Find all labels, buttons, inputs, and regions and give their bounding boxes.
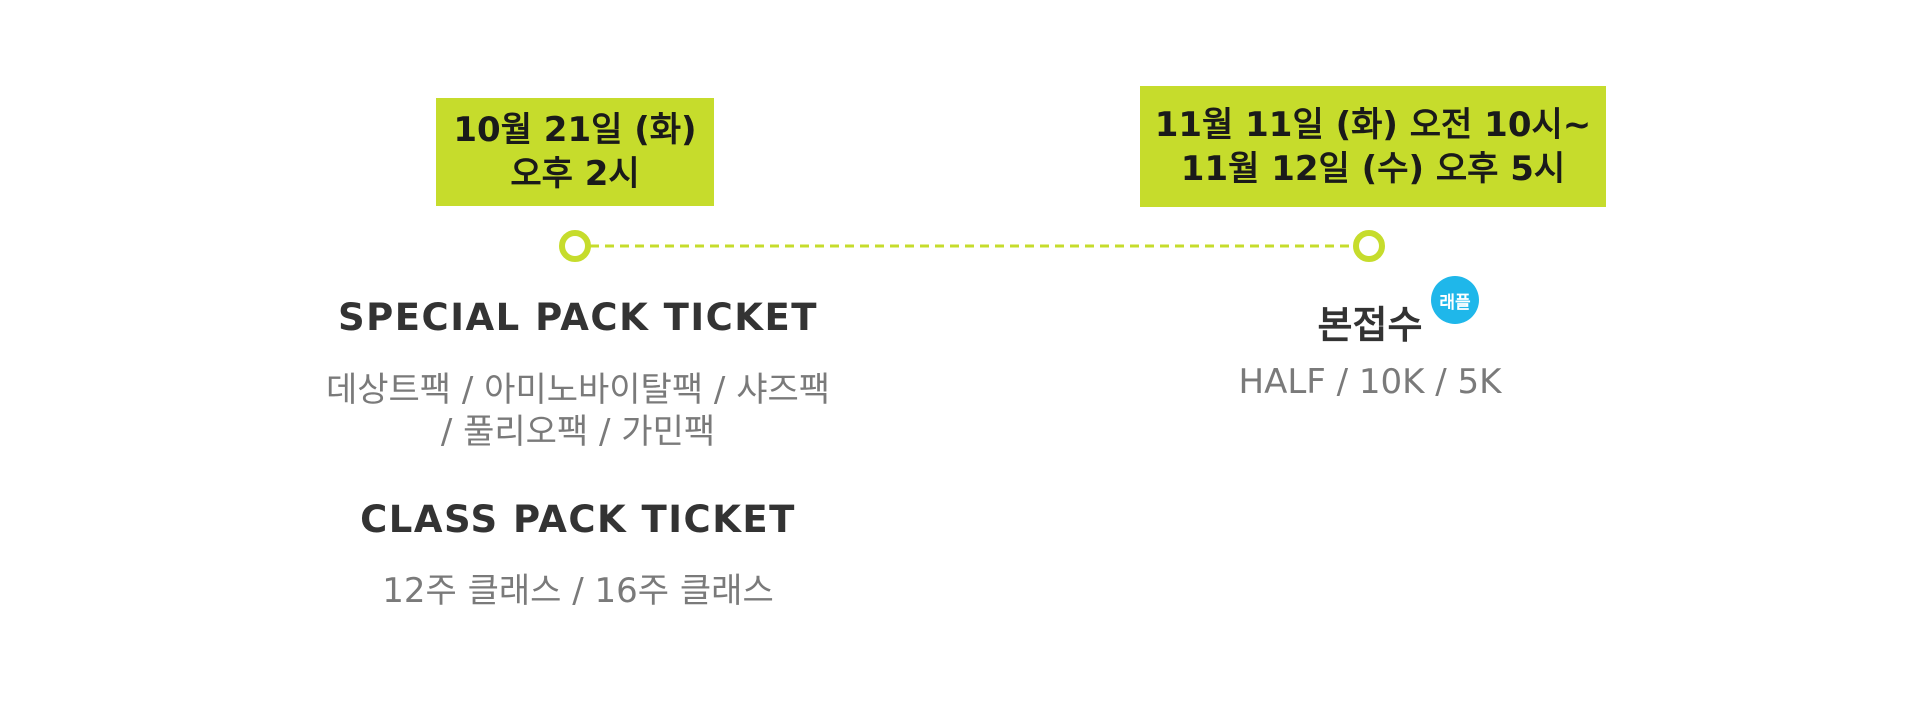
race-categories: HALF / 10K / 5K xyxy=(1238,362,1502,402)
class-pack-items: 12주 클래스 / 16주 클래스 xyxy=(382,571,774,611)
date-line-1: 10월 21일 (화) xyxy=(453,110,697,150)
date-line-1: 11월 11일 (화) 오전 10시~ xyxy=(1154,104,1592,145)
main-registration-title: 본접수 xyxy=(1317,303,1423,347)
raffle-badge: 래플 xyxy=(1431,276,1479,324)
class-pack-title: CLASS PACK TICKET xyxy=(360,498,796,541)
date-line-2: 11월 12일 (수) 오후 5시 xyxy=(1180,148,1566,189)
special-pack-title: SPECIAL PACK TICKET xyxy=(338,296,818,339)
date-box-special: 10월 21일 (화) 오후 2시 xyxy=(436,98,714,206)
date-box-main: 11월 11일 (화) 오전 10시~ 11월 12일 (수) 오후 5시 xyxy=(1140,86,1606,207)
special-pack-items-line-1: 데상트팩 / 아미노바이탈팩 / 샤즈팩 xyxy=(325,370,831,410)
date-line-2: 오후 2시 xyxy=(510,154,640,194)
timeline-node-main xyxy=(1353,230,1385,262)
special-pack-items-line-2: / 풀리오팩 / 가민팩 xyxy=(440,412,716,452)
timeline-node-special xyxy=(559,230,591,262)
